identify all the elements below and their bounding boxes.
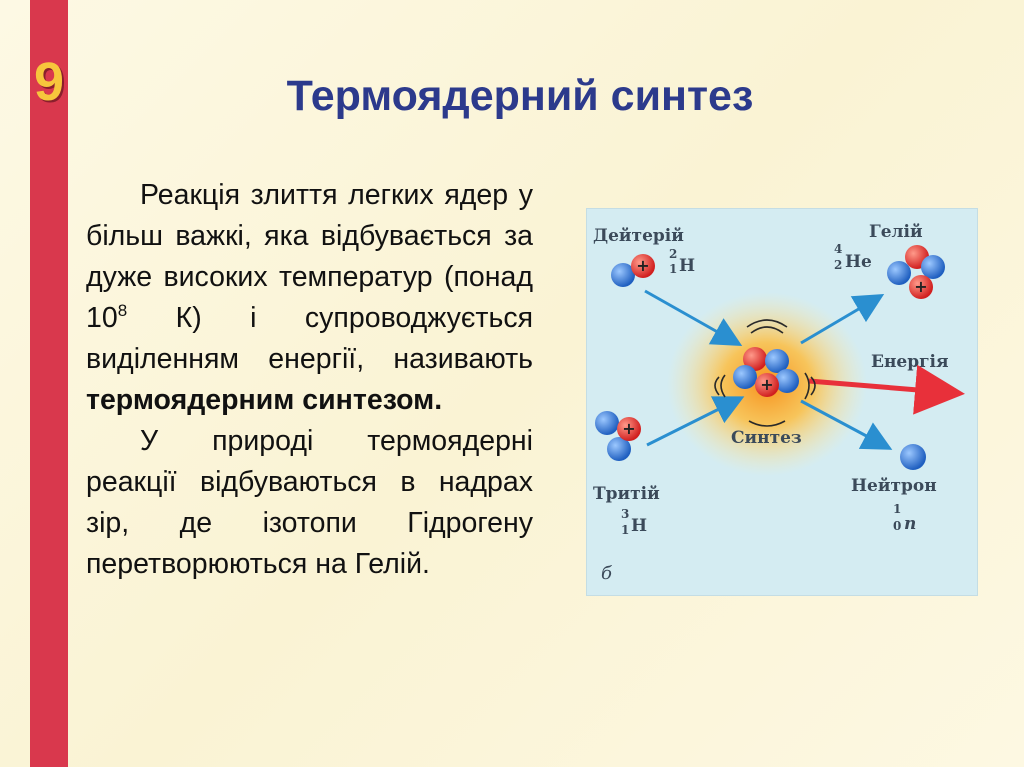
panel-letter: б bbox=[601, 563, 613, 584]
body-text: Реакція злиття легких ядер у більш важкі… bbox=[86, 175, 533, 585]
chapter-number: 9 bbox=[33, 52, 65, 112]
arrow-neutron-out bbox=[800, 399, 893, 450]
deuterium-charge: 1 bbox=[669, 262, 677, 276]
svg-text:+: + bbox=[914, 277, 927, 296]
neutron-charge: 0 bbox=[893, 519, 901, 533]
synthesis-label: Синтез bbox=[731, 428, 802, 448]
fusion-diagram: Дейтерій 2 1 H Гелій 4 2 He Енергія Синт… bbox=[586, 208, 978, 596]
definition-text-a: Реакція злиття легких ядер у більш важкі… bbox=[86, 179, 533, 334]
tritium-nucleus: + bbox=[595, 411, 641, 461]
fusing-nucleus: + bbox=[733, 347, 799, 397]
neutron-symbol: n bbox=[904, 514, 916, 534]
vibration-marks bbox=[714, 319, 816, 427]
exponent: 8 bbox=[117, 301, 128, 320]
neutron-label: Нейтрон bbox=[851, 476, 937, 496]
svg-text:+: + bbox=[622, 419, 635, 438]
tritium-mass: 3 bbox=[621, 507, 629, 521]
paragraph-nature: У природі термоядерні реакції відбувають… bbox=[86, 425, 533, 580]
helium-label: Гелій bbox=[869, 222, 923, 242]
tritium-symbol: H bbox=[631, 516, 647, 536]
tritium-charge: 1 bbox=[621, 523, 629, 537]
slide-title: Термоядерний синтез bbox=[286, 72, 754, 120]
definition-text-b: К) і супроводжується виділенням енергії,… bbox=[86, 302, 533, 375]
paragraph-definition: Реакція злиття легких ядер у більш важкі… bbox=[86, 175, 533, 421]
deuterium-mass: 2 bbox=[669, 247, 677, 261]
helium-charge: 2 bbox=[834, 258, 842, 272]
helium-nucleus: + bbox=[887, 245, 945, 299]
svg-text:+: + bbox=[760, 375, 773, 394]
arrow-helium-out bbox=[800, 293, 885, 345]
helium-symbol: He bbox=[845, 252, 872, 272]
arrow-tritium-in bbox=[646, 396, 745, 447]
definition-term: термоядерним синтезом. bbox=[86, 384, 443, 416]
deuterium-label: Дейтерій bbox=[593, 226, 684, 246]
free-neutron bbox=[900, 444, 926, 470]
deuterium-symbol: H bbox=[679, 256, 695, 276]
deuterium-nucleus: + bbox=[611, 254, 655, 287]
energy-label: Енергія bbox=[871, 352, 949, 372]
arrow-energy-out bbox=[808, 364, 965, 415]
arrow-deuterium-in bbox=[644, 289, 743, 346]
svg-text:+: + bbox=[636, 256, 649, 275]
side-accent-bar bbox=[30, 0, 68, 767]
tritium-label: Тритій bbox=[593, 484, 660, 504]
neutron-mass: 1 bbox=[893, 502, 901, 516]
helium-mass: 4 bbox=[834, 242, 842, 256]
fusion-diagram-svg: Дейтерій 2 1 H Гелій 4 2 He Енергія Синт… bbox=[593, 222, 965, 584]
